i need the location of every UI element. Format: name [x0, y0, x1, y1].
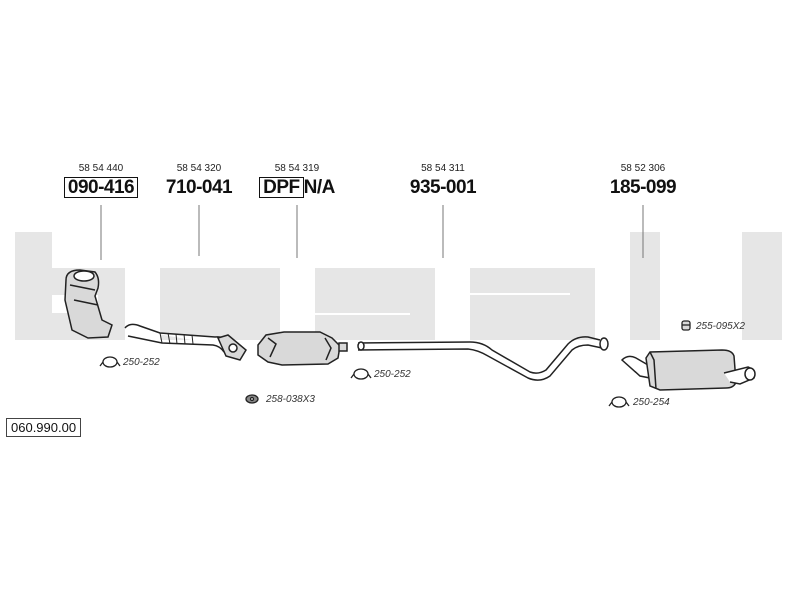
part-number-catalytic-converter[interactable]: 090-416 [36, 177, 166, 199]
clamp-icon [99, 356, 121, 368]
part-number-centre-pipe[interactable]: 935-001 [409, 177, 477, 198]
gasket-icon [245, 394, 259, 404]
rubber-hanger-icon [681, 320, 691, 331]
dpf-label: DPF [259, 177, 304, 198]
fitting-ref-clamp-1: 250-252 [123, 357, 160, 368]
leader-lines [100, 205, 644, 260]
catalog-number: 060.990.00 [6, 418, 82, 437]
oe-number-centre-pipe: 58 54 311 [421, 163, 465, 174]
dpf-part[interactable] [257, 331, 348, 366]
catalytic-converter-part[interactable] [64, 269, 113, 339]
rear-silencer-part[interactable] [620, 349, 756, 391]
part-number-front-pipe[interactable]: 710-041 [165, 177, 233, 198]
fitting-ref-clamp-2: 250-252 [374, 369, 411, 380]
oe-number-dpf: 58 54 319 [274, 163, 320, 174]
part-number-rear-silencer[interactable]: 185-099 [609, 177, 677, 198]
bosal-watermark-logo [15, 232, 782, 340]
clamp-icon [350, 368, 372, 380]
oe-number-rear-silencer: 58 52 306 [620, 163, 666, 174]
oe-number-catalytic-converter: 58 54 440 [78, 163, 124, 174]
fitting-ref-clamp-3: 250-254 [633, 397, 670, 408]
part-number-text: 090-416 [63, 177, 139, 198]
fitting-ref-gasket: 258-038X3 [266, 394, 315, 405]
front-pipe-part[interactable] [124, 323, 247, 361]
clamp-icon [608, 396, 630, 408]
oe-number-front-pipe: 58 54 320 [176, 163, 222, 174]
fitting-ref-hanger: 255-095X2 [696, 321, 745, 332]
centre-pipe-part[interactable] [357, 336, 609, 381]
dpf-part-number: N/A [303, 177, 336, 198]
